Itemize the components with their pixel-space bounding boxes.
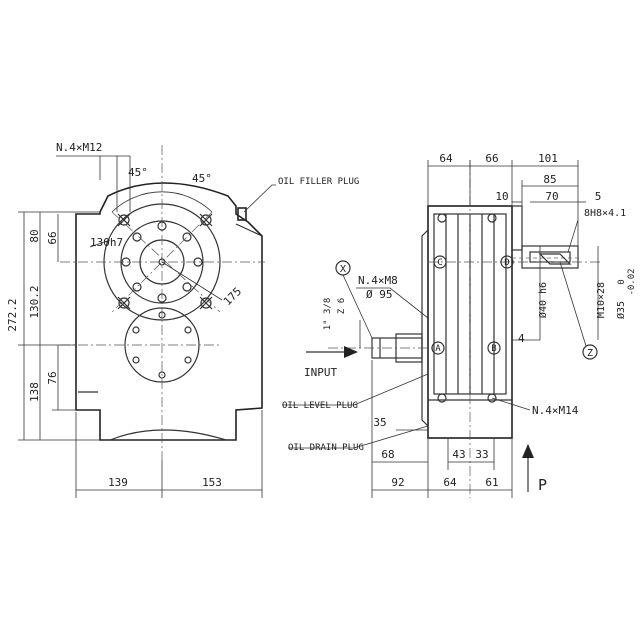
dim-76: 76 — [46, 371, 59, 384]
side-bottom-dimensions — [371, 360, 513, 498]
input-bolt-leader — [356, 287, 429, 319]
output-collar — [511, 205, 523, 251]
bolt-note-text: N.4×M12 — [56, 141, 102, 154]
housing-bottom-arc — [109, 429, 227, 441]
shaft-h6-text: Ø40 h6 — [537, 282, 549, 318]
thread-hatch — [538, 253, 572, 265]
side-view — [282, 160, 600, 498]
side-corner-holes — [437, 213, 497, 403]
housing-rib — [235, 223, 263, 237]
tol-upper-text: 0 — [617, 279, 627, 284]
mount-bolt-leader — [491, 397, 531, 411]
dim-68: 68 — [381, 448, 394, 461]
circle-a-text: A — [435, 344, 441, 354]
thread-text: M10×28 — [596, 282, 607, 318]
dim-66-top: 66 — [485, 152, 498, 165]
input-z-text: Z 6 — [337, 298, 347, 314]
bolt-circle-text: 175 — [221, 285, 244, 308]
diagonal-centerline-b — [111, 211, 213, 313]
x-leader — [342, 274, 373, 339]
left-dimensions — [18, 211, 100, 441]
oil-level-text: OIL LEVEL PLUG — [282, 401, 358, 411]
dim-80: 80 — [28, 229, 41, 242]
dim-272: 272.2 — [6, 298, 19, 331]
pilot-leader — [89, 239, 111, 248]
bottom-dimensions — [75, 410, 263, 498]
dim-35: 35 — [373, 416, 386, 429]
circle-b-text: B — [491, 344, 496, 354]
callout-circles — [335, 255, 598, 360]
oil-level-leader — [282, 373, 429, 406]
dim-4: 4 — [518, 332, 525, 345]
dim-138: 138 — [28, 382, 41, 402]
oil-filler-plug-shape — [237, 207, 247, 221]
oil-drain-text: OIL DRAIN PLUG — [288, 443, 364, 453]
output-shaft — [521, 245, 579, 269]
circle-z-text: Z — [587, 348, 593, 359]
dim-85: 85 — [543, 173, 556, 186]
input-bolt-text: N.4×M8 — [358, 274, 398, 287]
dim-66: 66 — [46, 231, 59, 244]
circle-c-text: C — [437, 258, 442, 268]
dim-64-bottom: 64 — [443, 476, 457, 489]
input-thread-text: 1" 3/8 — [323, 298, 333, 331]
shaft-tol-text: Ø35 — [615, 301, 627, 319]
tol-lower-text: -0.02 — [627, 268, 637, 295]
lower-flange-holes — [132, 311, 192, 379]
keyway-text: 8H8×4.1 — [584, 208, 626, 219]
dim-153: 153 — [202, 476, 222, 489]
front-view — [18, 145, 276, 498]
z-leader — [559, 261, 587, 347]
p-arrow-head — [522, 444, 534, 458]
dim-130: 130.2 — [28, 285, 41, 318]
dim-101: 101 — [538, 152, 558, 165]
m12-holes — [118, 214, 212, 309]
hole-crosses — [117, 213, 213, 310]
oil-drain-leader — [288, 425, 429, 449]
bolt-note-leader — [56, 155, 131, 212]
input-bc-text: Ø 95 — [366, 288, 393, 301]
shaft-vertical-dimensions — [512, 246, 599, 341]
dim-61: 61 — [485, 476, 498, 489]
angle-left-text: 45° — [128, 166, 148, 179]
circle-d-text: D — [504, 258, 509, 268]
oil-filler-text: OIL FILLER PLUG — [278, 177, 359, 187]
oil-filler-leader — [243, 184, 276, 213]
pilot-diameter-text: 130h7 — [90, 236, 123, 249]
angle-arc — [111, 191, 213, 213]
dim-70: 70 — [545, 190, 558, 203]
dim-33: 33 — [475, 448, 488, 461]
angle-right-text: 45° — [192, 172, 212, 185]
dim-64-top: 64 — [439, 152, 453, 165]
dim-10: 10 — [495, 190, 508, 203]
p-label: P — [538, 476, 547, 494]
diagonal-centerline-a — [111, 211, 221, 313]
keyway-leader — [567, 219, 579, 253]
housing-outline — [75, 182, 263, 441]
mount-bolt-text: N.4×M14 — [532, 404, 579, 417]
circle-x-text: X — [340, 264, 346, 275]
input-label: INPUT — [304, 366, 337, 379]
side-flange-edge — [421, 229, 429, 427]
dim-43: 43 — [452, 448, 465, 461]
input-arrow-head — [344, 346, 358, 358]
dim-92: 92 — [391, 476, 404, 489]
dim-5: 5 — [595, 190, 602, 203]
side-top-dimensions — [427, 160, 586, 246]
bolt-circle-leader — [161, 261, 223, 301]
dim-139: 139 — [108, 476, 128, 489]
